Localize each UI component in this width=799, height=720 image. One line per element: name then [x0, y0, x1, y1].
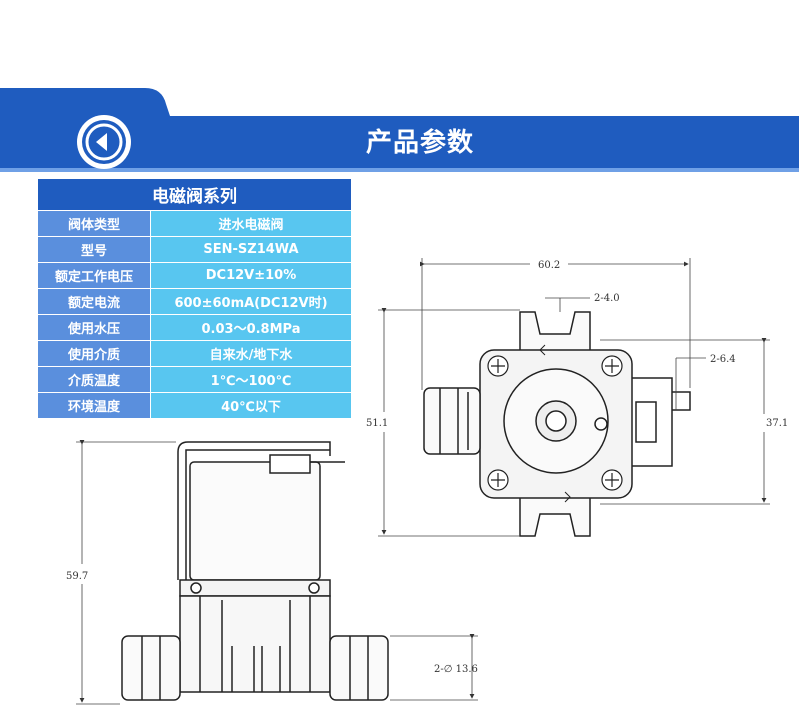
side-height-dimension: 59.7 [66, 571, 88, 582]
spec-label: 额定电流 [37, 288, 151, 315]
height-dimension: 51.1 [366, 418, 388, 429]
spec-value: 1℃～100℃ [150, 366, 352, 393]
spec-label: 介质温度 [37, 366, 151, 393]
spec-value: 0.03～0.8MPa [150, 314, 352, 341]
spec-label: 使用水压 [37, 314, 151, 341]
header-banner [0, 88, 799, 172]
port-diameter-dimension: 2-∅ 13.6 [434, 664, 478, 675]
spec-label: 型号 [37, 236, 151, 263]
spec-value: 40℃以下 [150, 392, 352, 419]
spec-value: SEN-SZ14WA [150, 236, 352, 263]
width-dimension: 60.2 [538, 260, 560, 271]
spec-value: 自来水/地下水 [150, 340, 352, 367]
spec-label: 阀体类型 [37, 210, 151, 237]
spec-label: 使用介质 [37, 340, 151, 367]
spec-value: 进水电磁阀 [150, 210, 352, 237]
spec-label: 额定工作电压 [37, 262, 151, 289]
hole-right-dimension: 2-6.4 [710, 354, 736, 365]
spec-value: 600±60mA(DC12V时) [150, 288, 352, 315]
table-row: 使用介质自来水/地下水 [37, 340, 352, 367]
front-view-drawing [423, 311, 691, 537]
page-title: 产品参数 [365, 128, 474, 158]
back-arrow-icon [77, 115, 131, 169]
spec-table-title: 电磁阀系列 [37, 178, 352, 211]
hole-top-dimension: 2-4.0 [594, 293, 620, 304]
table-row: 阀体类型进水电磁阀 [37, 210, 352, 237]
back-button[interactable] [76, 114, 132, 170]
spec-value: DC12V±10% [150, 262, 352, 289]
side-view-drawing [121, 441, 389, 701]
spec-label: 环境温度 [37, 392, 151, 419]
height-right-dimension: 37.1 [766, 418, 788, 429]
